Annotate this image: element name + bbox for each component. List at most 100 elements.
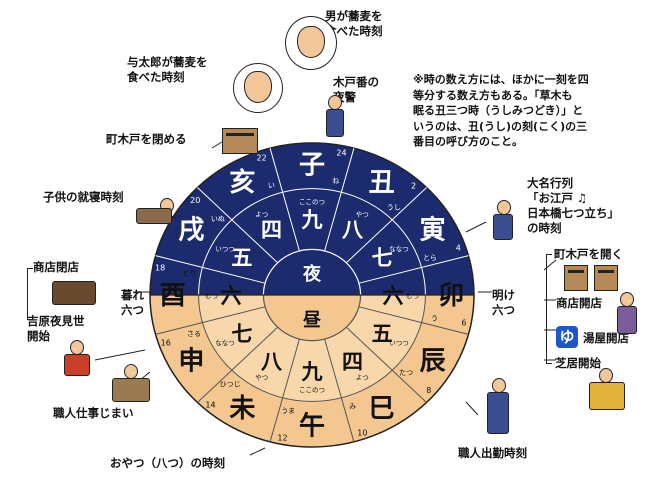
zodiac-reading-10: いぬ <box>211 215 225 223</box>
spoke-4 <box>346 326 427 403</box>
spoke-10 <box>197 187 278 264</box>
label-ake-mutsu: 明け 六つ <box>492 288 515 317</box>
zodiac-kanji-8: 申 <box>178 346 204 376</box>
zodiac-reading-0: ね <box>332 177 339 185</box>
spoke-5 <box>324 338 355 442</box>
hour-reading-10: いつつ <box>215 245 235 253</box>
zodiac-reading-1: うし <box>387 204 401 212</box>
hour-reading-0: ここのつ <box>299 198 325 206</box>
yu-bathhouse-icon: ゆ <box>556 326 578 348</box>
label-kure-mutsu: 暮れ 六つ <box>121 288 144 317</box>
clock-number-10: 10 <box>357 428 367 437</box>
shopkeeper-icon <box>612 292 642 336</box>
clock-number-4: 4 <box>456 244 461 253</box>
clock-number-6: 6 <box>461 319 466 328</box>
hour-kanji-3: 六 <box>383 284 404 308</box>
hour-reading-1: やつ <box>356 210 369 218</box>
zodiac-reading-7: ひつじ <box>220 380 241 388</box>
clock-number-20: 20 <box>190 196 200 205</box>
clock-number-22: 22 <box>257 154 267 163</box>
zodiac-kanji-10: 戌 <box>178 216 204 246</box>
zodiac-kanji-3: 卯 <box>438 281 464 311</box>
craftsman-finish-icon <box>104 362 158 404</box>
zodiac-kanji-1: 丑 <box>369 168 395 198</box>
pointer-line-8 <box>465 401 479 416</box>
hour-kanji-2: 七 <box>372 246 393 270</box>
kabuki-actor-icon <box>585 368 629 412</box>
footnote: ※時の数え方には、ほかに一刻を四 等分する数え方もある。「草木も 眠る丑三つ時（… <box>413 73 589 148</box>
clock-number-2: 2 <box>411 181 416 190</box>
clock-number-14: 14 <box>205 401 215 410</box>
label-craftsman-finish: 職人仕事じまい <box>53 406 134 420</box>
hour-reading-4: いつつ <box>389 339 409 347</box>
bracket-left <box>27 268 33 320</box>
center-day-label: 昼 <box>303 310 321 331</box>
clock-number-8: 8 <box>426 386 431 395</box>
hour-kanji-5: 四 <box>342 350 363 374</box>
hour-kanji-9: 六 <box>221 284 242 308</box>
clock-number-18: 18 <box>155 263 165 272</box>
label-oyatsu-time: おやつ（八つ）の時刻 <box>110 456 225 470</box>
thought-bubble-man <box>285 16 337 70</box>
man-face-icon <box>297 26 325 58</box>
hour-kanji-4: 五 <box>372 322 393 346</box>
spoke-8 <box>155 306 266 335</box>
zodiac-reading-6: うま <box>281 407 295 415</box>
zodiac-reading-8: さる <box>187 330 201 338</box>
clock-number-12: 12 <box>277 433 287 442</box>
zodiac-kanji-9: 酉 <box>160 281 186 311</box>
spoke-3 <box>358 306 469 335</box>
hour-kanji-7: 八 <box>261 350 283 374</box>
hour-kanji-11: 四 <box>261 218 282 242</box>
label-shop-open: 商店開店 <box>556 296 602 310</box>
craftsman-commute-icon <box>482 378 516 438</box>
closed-gate-icon <box>222 128 258 154</box>
label-shop-close: 商店閉店 <box>33 260 79 274</box>
zodiac-reading-4: たつ <box>399 369 413 377</box>
zodiac-kanji-11: 亥 <box>229 167 255 198</box>
zodiac-kanji-2: 寅 <box>420 215 446 246</box>
zodiac-kanji-7: 未 <box>229 394 255 424</box>
zodiac-reading-3: う <box>431 314 438 322</box>
hour-reading-7: やつ <box>255 374 268 382</box>
hour-reading-2: ななつ <box>389 245 409 253</box>
zodiac-reading-5: み <box>349 403 356 411</box>
spoke-0 <box>324 148 355 252</box>
hour-reading-6: ここのつ <box>299 386 325 394</box>
pointer-line-4 <box>465 221 487 233</box>
hour-reading-3: むつ <box>406 292 419 300</box>
zodiac-kanji-6: 午 <box>299 411 325 442</box>
night-half <box>150 143 474 295</box>
hour-kanji-6: 九 <box>301 360 323 384</box>
zodiac-reading-9: とり <box>183 270 197 278</box>
spoke-11 <box>269 148 300 252</box>
label-bathhouse-open: 湯屋開店 <box>583 331 629 345</box>
daimyo-retainer-icon <box>487 198 521 242</box>
label-yotaro-soba: 与太郎が蕎麦を 食べた時刻 <box>127 55 208 84</box>
clock-number-24: 24 <box>336 149 346 158</box>
label-close-town-gate: 町木戸を閉める <box>106 132 187 146</box>
label-yoshiwara-night: 吉原夜見世 開始 <box>27 314 85 343</box>
pointer-line-5 <box>94 349 146 361</box>
center-night-label: 夜 <box>302 263 322 285</box>
hour-kanji-8: 七 <box>231 322 252 346</box>
zodiac-reading-2: とら <box>423 254 437 262</box>
pointer-line-7 <box>249 447 266 456</box>
open-gate-right-icon <box>594 265 618 291</box>
hour-reading-8: ななつ <box>215 339 235 347</box>
shop-building-icon <box>52 275 96 305</box>
label-theater-start: 芝居開始 <box>555 356 601 370</box>
open-gate-left-icon <box>564 265 588 291</box>
spoke-1 <box>346 187 427 264</box>
label-man-soba: 男が蕎麦を 食べた時刻 <box>325 9 383 38</box>
spoke-2 <box>358 255 469 284</box>
hour-kanji-0: 九 <box>301 208 323 232</box>
spoke-7 <box>197 326 278 403</box>
hour-reading-5: よつ <box>356 374 369 382</box>
sleeping-child-icon <box>136 198 176 228</box>
zodiac-kanji-0: 子 <box>299 150 325 180</box>
courtesan-icon <box>60 340 94 376</box>
label-daimyo-procession: 大名行列 「お江戸 ♫ 日本橋七つ立ち」 の時刻 <box>527 176 619 235</box>
hour-reading-9: むつ <box>205 292 218 300</box>
